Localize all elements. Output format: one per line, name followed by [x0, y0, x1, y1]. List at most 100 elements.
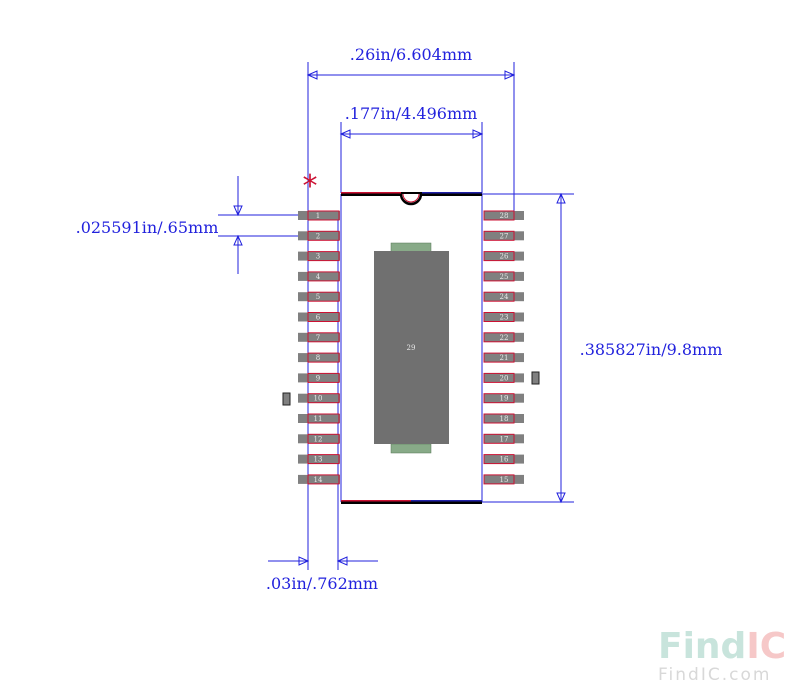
right-pad-lead [484, 211, 524, 220]
pin-number: 17 [500, 435, 509, 443]
body-length-label: .385827in/9.8mm [580, 340, 723, 359]
right-pad: 15 [483, 474, 524, 485]
right-pad: 23 [483, 312, 524, 322]
pin-number: 19 [500, 395, 509, 403]
left-pad-lead [298, 292, 340, 302]
left-pad-lead [298, 454, 340, 464]
right-pad-lead [484, 353, 524, 363]
right-pad: 20 [483, 372, 524, 383]
logo-ic: IC [746, 626, 786, 667]
right-pad-lead [484, 393, 524, 403]
right-pad-lead [484, 434, 524, 444]
left-pad: 6 [298, 312, 340, 322]
left-pad: 12 [298, 433, 340, 444]
ic-body [340, 192, 483, 504]
left-pad: 8 [298, 352, 340, 363]
pin-number: 18 [500, 415, 509, 423]
left-pad: 14 [298, 474, 340, 485]
pin-number: 3 [316, 253, 320, 261]
pin-number: 22 [500, 334, 509, 342]
left-pad: 2 [298, 230, 340, 241]
pin-number: 16 [500, 456, 509, 464]
left-pad-outline [307, 372, 340, 383]
logo-url: FindIC.com [658, 665, 771, 685]
left-pad-lead [298, 312, 340, 322]
right-pad-outline [483, 332, 515, 343]
right-pad-lead [484, 474, 524, 484]
thermal-pad: 29 [374, 242, 449, 454]
left-pad-lead [298, 434, 340, 444]
left-pad-outline [307, 352, 340, 363]
pin-number: 23 [500, 314, 509, 322]
right-pad-outline [483, 291, 515, 302]
left-pad-lead [298, 474, 340, 484]
left-pad: 3 [298, 251, 340, 262]
thermal-tab-bottom [390, 443, 432, 454]
pin-pitch-label: .025591in/.65mm [76, 218, 219, 237]
right-pad-outline [483, 230, 515, 241]
left-pad-lead [298, 373, 340, 383]
right-pad-outline [483, 393, 515, 404]
body-width-dimension: .177in/4.496mm [339, 104, 484, 193]
left-pad-lead [298, 251, 340, 261]
right-pad: 22 [483, 332, 524, 343]
left-pad-lead [298, 211, 340, 220]
right-pad-lead [484, 231, 524, 241]
body-width-label: .177in/4.496mm [345, 104, 478, 123]
right-pad-lead [484, 251, 524, 261]
left-pad-outline [307, 251, 340, 262]
right-pad-outline [483, 433, 515, 444]
right-pad: 19 [483, 393, 524, 404]
pin-number: 1 [316, 212, 320, 220]
right-pad-outline [483, 312, 515, 322]
left-pad: 11 [298, 413, 340, 424]
pin-number: 25 [500, 273, 509, 281]
left-pad-outline [307, 332, 340, 343]
left-pad-outline [307, 413, 340, 424]
right-pad-outline [483, 474, 515, 485]
pin-number: 7 [316, 334, 320, 342]
pin-number: 9 [316, 374, 320, 382]
left-pad: 1 [298, 210, 340, 221]
left-pad-lead [298, 393, 340, 403]
pin-width-label: .03in/.762mm [266, 574, 378, 593]
left-pad-outline [307, 393, 340, 404]
left-pad-lead [298, 271, 340, 281]
left-pad-outline [307, 312, 340, 322]
right-pad-outline [483, 454, 515, 465]
pin-pitch-dimension: .025591in/.65mm [76, 176, 318, 274]
right-pad: 24 [483, 291, 524, 302]
pin-number: 14 [314, 476, 323, 484]
left-pad-outline [307, 433, 340, 444]
body-length-dimension: .385827in/9.8mm [482, 192, 723, 504]
left-pad-outline [307, 291, 340, 302]
right-pad-lead [484, 292, 524, 302]
pin1-marker: * [303, 169, 318, 204]
body-bottom-edge [341, 500, 482, 504]
pin-number: 2 [316, 232, 320, 240]
left-fiducial [282, 392, 291, 406]
left-pad: 4 [298, 271, 340, 282]
right-pad: 21 [483, 352, 524, 363]
right-pad-outline [483, 210, 515, 221]
left-pad-outline [307, 271, 340, 282]
right-pad: 18 [483, 413, 524, 424]
right-pad-lead [484, 332, 524, 342]
right-pad-outline [483, 251, 515, 262]
pin-number: 21 [500, 354, 509, 362]
right-pad-lead [484, 454, 524, 464]
right-pad: 26 [483, 251, 524, 262]
pin-number: 20 [500, 374, 509, 382]
right-fiducial [531, 371, 540, 385]
left-pad-outline [307, 454, 340, 465]
pin-number: 5 [316, 293, 320, 301]
right-pad: 25 [483, 271, 524, 282]
pin-number: 12 [314, 435, 323, 443]
left-pad-lead [298, 231, 340, 241]
logo-find: Find [658, 626, 746, 667]
left-pad: 9 [298, 372, 340, 383]
pin1-notch [399, 193, 423, 206]
